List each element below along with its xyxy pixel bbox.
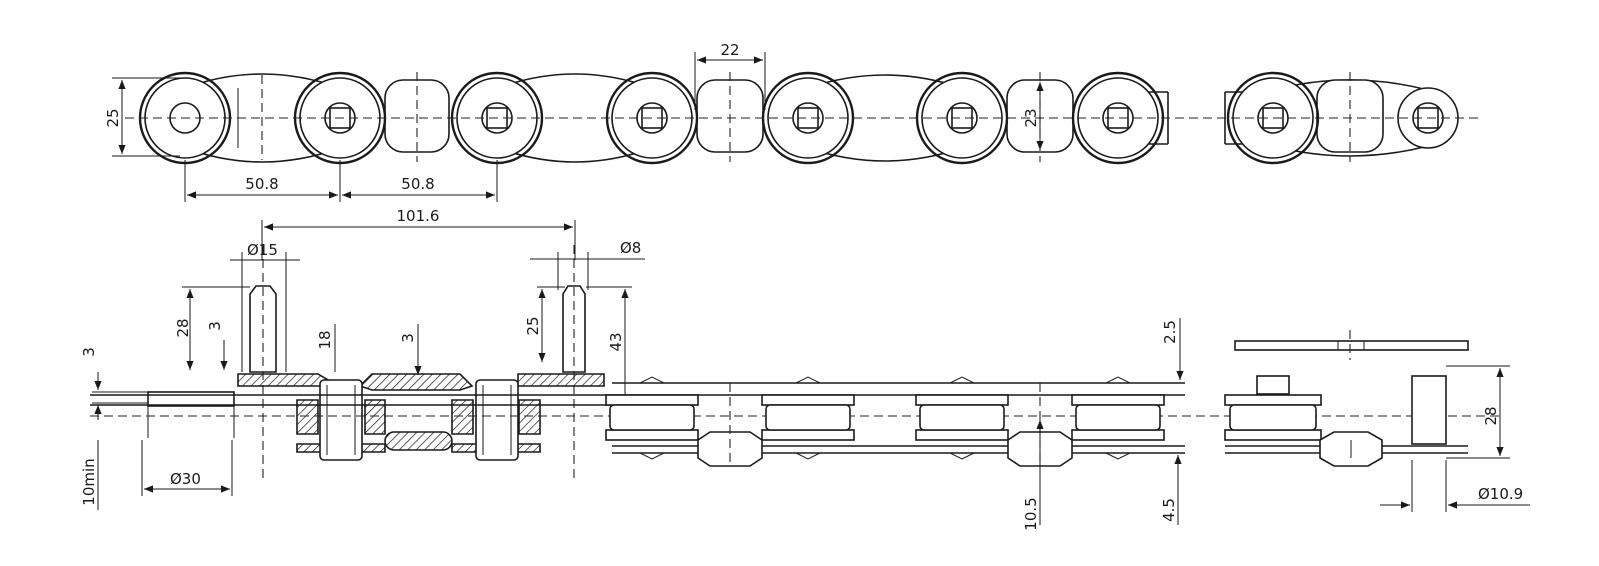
dim-3c: 3: [399, 324, 422, 375]
dim-dia-30: Ø30: [141, 440, 233, 496]
dim-101-6: 101.6: [261, 207, 576, 260]
dim-28-right-label: 28: [1482, 406, 1500, 425]
plate-end: [1234, 340, 1469, 351]
dim-43-label: 43: [607, 332, 625, 351]
dim-3b: 3: [80, 347, 230, 420]
dim-dia-8: Ø8: [530, 239, 645, 290]
roller-side-left: [147, 391, 235, 407]
dim-50-8-left: 50.8: [245, 175, 278, 193]
dim-18: 18: [316, 324, 336, 372]
dim-10min: 10min: [80, 440, 99, 510]
dim-28-right: 28: [1446, 365, 1510, 459]
dim-101-6-label: 101.6: [397, 207, 440, 225]
dim-22-label: 22: [720, 41, 739, 59]
front-view: 101.6 Ø15 Ø8 28 3: [80, 207, 1500, 531]
top-view: 25 50.8 50.8 22 23: [104, 41, 1480, 202]
dim-3a-label: 3: [206, 321, 224, 331]
side-roller: [605, 376, 699, 460]
end-view: 28 Ø10.9: [1224, 330, 1530, 512]
dim-3b-label: 3: [80, 347, 98, 357]
dim-28-label: 28: [174, 318, 192, 337]
dim-dia-10-9-label: Ø10.9: [1478, 485, 1523, 503]
dim-18-label: 18: [316, 330, 334, 349]
dim-4-5-label: 4.5: [1160, 498, 1178, 522]
side-roller: [761, 376, 855, 460]
dim-50-8-right: 50.8: [401, 175, 434, 193]
side-roller: [1071, 376, 1165, 460]
dim-4-5: 4.5: [1160, 455, 1182, 525]
dim-3c-label: 3: [399, 333, 417, 343]
attachment-pin-end: [1411, 375, 1447, 445]
dim-28: 28: [174, 286, 250, 370]
dim-10-5-label: 10.5: [1022, 497, 1040, 530]
side-rollers: [605, 376, 1165, 467]
dim-25-pin: 25: [524, 286, 565, 362]
sectioned-link: [147, 373, 605, 461]
dim-10min-label: 10min: [80, 458, 98, 505]
dim-25: 25: [104, 77, 180, 157]
dim-22: 22: [694, 41, 766, 110]
dim-2-5-label: 2.5: [1161, 320, 1179, 344]
side-roller: [915, 376, 1009, 460]
dim-dia-10-9: Ø10.9: [1380, 460, 1530, 512]
dim-dia-8-label: Ø8: [620, 239, 641, 257]
dim-pitch: 50.8 50.8: [184, 160, 498, 202]
dim-43: 43: [586, 286, 632, 414]
dim-10-5: 10.5: [1022, 420, 1044, 531]
dim-23: 23: [1022, 82, 1044, 150]
dim-23-label: 23: [1022, 108, 1040, 127]
dim-25-pin-label: 25: [524, 316, 542, 335]
pin-head-end: [1256, 375, 1290, 395]
dim-25-label: 25: [104, 108, 122, 127]
dim-2-5: 2.5: [1161, 318, 1184, 380]
dim-dia-30-label: Ø30: [170, 470, 201, 488]
dim-3a: 3: [206, 321, 228, 370]
side-roller-between: [697, 383, 763, 467]
